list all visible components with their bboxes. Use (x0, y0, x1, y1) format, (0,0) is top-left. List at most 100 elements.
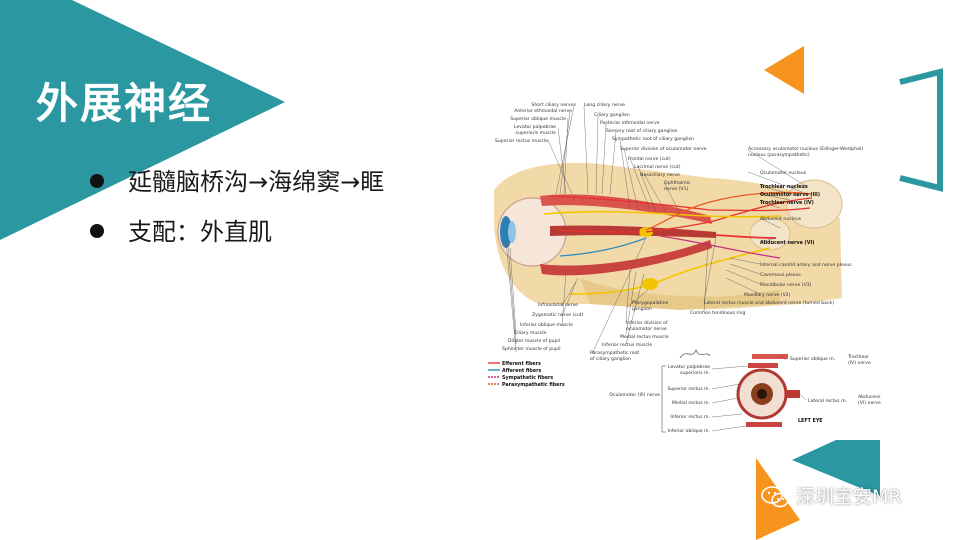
inset-label-trochlear: Trochlear (847, 354, 869, 360)
title-banner (0, 0, 285, 240)
bullet-text: 延髓脑桥沟→海绵窦→眶 (128, 168, 385, 196)
label-internal-carotid: Internal carotid artery and nerve plexus (760, 262, 852, 268)
label-zygomatic-nerve: Zygomatic nerve (cut) (532, 312, 584, 318)
label-superior-rectus-muscle: Superior rectus muscle (495, 138, 548, 144)
trochlear-nerve-path (549, 195, 811, 212)
inset-inferior-oblique (746, 422, 782, 427)
label-ophthalmic-2: nerve (V1) (664, 186, 688, 192)
label-oculomotor-nucleus: Oculomotor nucleus (760, 170, 807, 176)
inset-label-inferior-oblique: Inferior oblique m. (668, 428, 710, 434)
oculomotor-nerve-path (645, 197, 813, 233)
leader-lines (505, 105, 807, 355)
label-sympathetic-root: Sympathetic root of ciliary ganglion (612, 136, 694, 142)
artist-signature (679, 349, 711, 359)
inset-label-abducens: Abducens (858, 394, 881, 400)
label-anterior-ethmoidal-nerve: Anterior ethmoidal nerve (514, 108, 572, 114)
inset-label-levator-2: superioris m. (680, 370, 710, 376)
label-dilator-muscle: Dilator muscle of pupil (508, 338, 560, 344)
maxillary-nerve-path (569, 247, 771, 295)
label-parasympathetic-root: Parasympathetic root (590, 350, 639, 356)
inset-label-lateral-rectus: Lateral rectus m. (808, 398, 847, 404)
label-inferior-division: Inferior division of (626, 320, 668, 326)
label-inferior-oblique-muscle: Inferior oblique muscle (520, 322, 573, 328)
ophthalmic-nerve-path (543, 210, 781, 218)
label-posterior-ethmoidal-nerve: Posterior ethmoidal nerve (600, 120, 660, 126)
inset-label-superior-oblique: Superior oblique m. (790, 356, 835, 362)
bullet-list: 延髓脑桥沟→海绵窦→眶 支配：外直肌 (90, 164, 384, 264)
label-trochlear-nerve: Trochlear nerve (IV) (760, 200, 814, 206)
inset-label-levator: Levator palpebrae (668, 364, 710, 370)
bullet-item: 支配：外直肌 (90, 214, 384, 264)
label-levator-palpebrae: Levator palpebrae (514, 124, 556, 130)
label-abducent-nucleus: Abducent nucleus (760, 216, 802, 222)
inset-label-medial-rectus: Medial rectus m. (672, 400, 710, 406)
lens (508, 221, 516, 243)
label-maxillary-nerve: Maxillary nerve (V2) (744, 292, 791, 298)
legend-parasympathetic: Parasympathetic fibers (502, 382, 565, 388)
watermark-text: 深圳宝安MR (796, 486, 902, 508)
ciliary-nerves-path (557, 229, 641, 233)
superior-rectus-muscle (540, 194, 712, 224)
bullet-dot-icon (90, 174, 104, 188)
label-mandibular-nerve: Mandibular nerve (V3) (760, 282, 812, 288)
abducent-nerve-path (715, 234, 777, 239)
label-ciliary-ganglion: Ciliary ganglion (594, 112, 630, 118)
legend-efferent: Efferent fibers (502, 361, 541, 367)
inset-label-oculomotor-nerve: Oculomotor (III) nerve (609, 392, 660, 398)
watermark: 深圳宝安MR (760, 482, 902, 512)
label-inferior-division-2: oculomotor nerve (626, 326, 667, 332)
inset-bracket (661, 365, 666, 433)
label-nasociliary-nerve: Nasociliary nerve (640, 172, 680, 178)
label-abducent-nerve: Abducent nerve (VI) (760, 240, 814, 246)
inset-pupil (757, 389, 767, 399)
label-trochlear-nucleus: Trochlear nucleus (760, 184, 808, 190)
label-lacrimal-nerve: Lacrimal nerve (cut) (634, 164, 681, 170)
label-pterygopalatine: Pterygopalatine (632, 300, 669, 306)
label-sphincter-muscle: Sphincter muscle of pupil (502, 346, 561, 352)
inset-superior-rectus (748, 363, 778, 368)
bone-shading (580, 278, 780, 310)
left-eye-inset (661, 354, 807, 433)
inset-caption: LEFT EYE (798, 418, 823, 424)
label-infraorbital-nerve: Infraorbital nerve (538, 302, 578, 308)
fiber-legend: Efferent fibers Afferent fibers Sympathe… (488, 361, 565, 388)
label-accessory-oculomotor-nucleus: Accessory oculomotor nucleus (Edinger-We… (748, 146, 863, 152)
bullet-text: 支配：外直肌 (128, 218, 272, 246)
label-levator-palpebrae-2: superioris muscle (516, 130, 557, 136)
orbit-nerve-illustration: Short ciliary nerves Anterior ethmoidal … (488, 102, 881, 434)
label-superior-division-oculomotor: Superior division of oculomotor nerve (620, 146, 707, 152)
label-superior-oblique-muscle: Superior oblique muscle (510, 116, 566, 122)
label-inferior-rectus-muscle: Inferior rectus muscle (602, 342, 652, 348)
slide-title: 外展神经 (36, 79, 213, 128)
label-oculomotor-nerve: Oculomotor nerve (III) (760, 192, 820, 198)
label-ophthalmic: Ophthalmic (664, 180, 691, 186)
label-frontal-nerve: Frontal nerve (cut) (628, 156, 671, 162)
anatomy-figure: Short ciliary nerves Anterior ethmoidal … (480, 98, 898, 440)
sympathetic-path (659, 235, 781, 259)
iris (500, 216, 512, 248)
legend-sympathetic: Sympathetic fibers (502, 375, 553, 381)
inferior-rectus-muscle (540, 240, 712, 276)
bullet-item: 延髓脑桥沟→海绵窦→眶 (90, 164, 384, 214)
inset-superior-oblique (752, 354, 788, 359)
teal-outline-arrow (899, 68, 943, 192)
inset-label-inferior-rectus: Inferior rectus m. (670, 414, 710, 420)
inset-label-trochlear-2: (IV) nerve (848, 360, 871, 366)
label-pterygopalatine-2: ganglion (632, 306, 652, 312)
legend-afferent: Afferent fibers (502, 368, 541, 374)
bullet-dot-icon (90, 224, 104, 238)
label-common-tendinous-ring: Common tendinous ring (690, 310, 745, 316)
label-short-ciliary-nerves: Short ciliary nerves (531, 102, 576, 108)
afferent-path (559, 237, 647, 257)
brainstem (785, 179, 843, 229)
label-medial-rectus-muscle: Medial rectus muscle (620, 334, 669, 340)
inset-label-abducens-2: (VI) nerve (858, 400, 881, 406)
label-parasympathetic-root-2: of ciliary ganglion (590, 356, 631, 362)
label-lateral-rectus-abducent: Lateral rectus muscle and abducent nerve… (704, 300, 834, 306)
label-sensory-root: Sensory root of ciliary ganglion (606, 128, 678, 134)
label-cavernous-plexus: Cavernous plexus (760, 272, 801, 278)
label-accessory-oculomotor-nucleus-2: nucleus (parasympathetic) (748, 152, 810, 158)
inset-lateral-rectus (786, 390, 800, 398)
wechat-icon (761, 486, 789, 508)
